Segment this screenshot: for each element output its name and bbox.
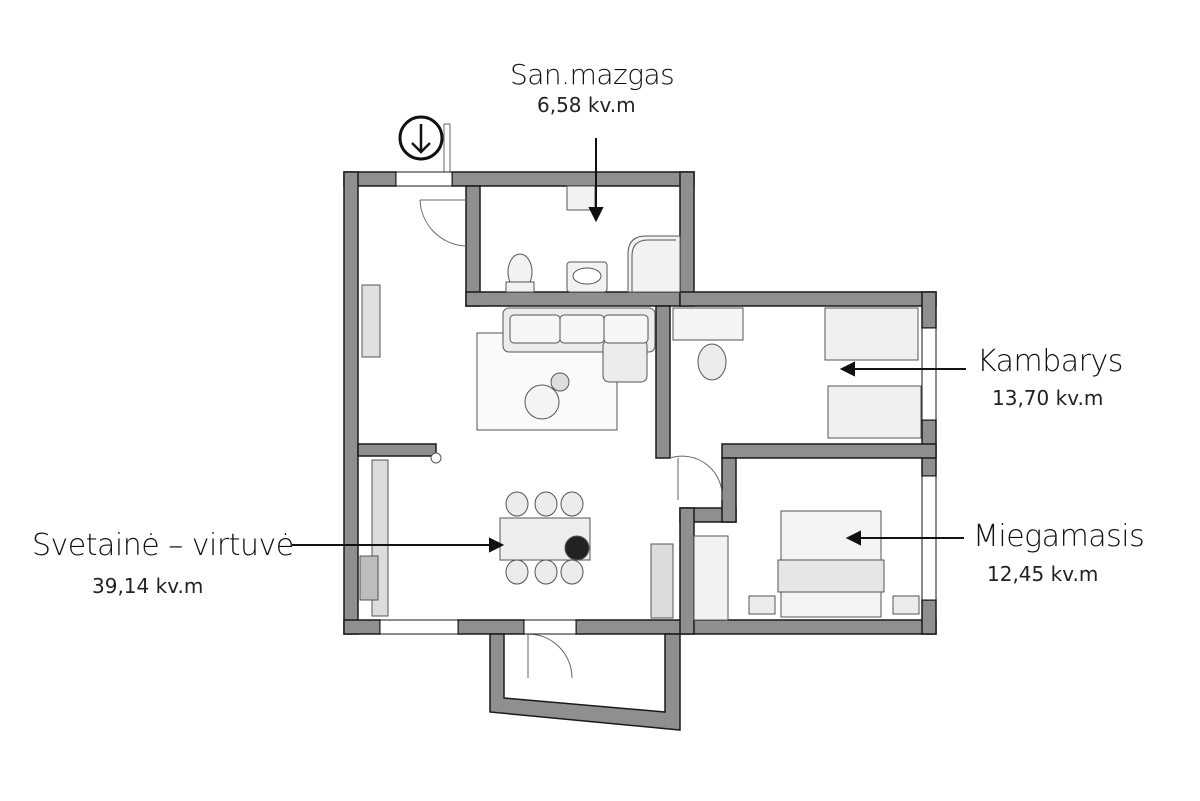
living-furniture — [361, 284, 656, 431]
room-name-svetaine-virtuve: Svetainė – virtuvė — [32, 528, 294, 563]
room-name-kambarys: Kambarys — [977, 344, 1123, 379]
nightstand-left — [748, 595, 776, 615]
down-arrow-in-circle-icon — [398, 115, 444, 161]
bed-1 — [824, 307, 919, 361]
kitchen-dining — [359, 452, 674, 619]
bathroom-fixtures — [505, 185, 681, 293]
cabinet — [566, 185, 596, 211]
room-area-san-mazgas: 6,58 kv.m — [537, 93, 636, 117]
pointer-arrows — [292, 138, 966, 553]
windows — [379, 171, 937, 635]
room-area-svetaine-virtuve: 39,14 kv.m — [92, 574, 204, 598]
room-name-miegamasis: Miegamasis — [973, 519, 1145, 554]
tv-cabinet — [361, 284, 381, 358]
shower — [627, 235, 681, 293]
desk — [672, 307, 744, 341]
coffee-table — [524, 384, 560, 420]
sofa-chaise — [602, 339, 648, 383]
oven — [359, 555, 379, 601]
wardrobe — [693, 535, 729, 621]
miegamasis-furniture — [693, 510, 920, 621]
desk-chair — [697, 343, 727, 381]
sideboard — [650, 543, 674, 619]
room-area-kambarys: 13,70 kv.m — [992, 386, 1104, 410]
doors — [419, 123, 723, 679]
plant — [564, 535, 590, 561]
kambarys-furniture — [672, 307, 922, 439]
bed-2 — [827, 385, 922, 439]
room-name-san-mazgas: San.mazgas — [510, 58, 675, 91]
nightstand-right — [892, 595, 920, 615]
room-area-miegamasis: 12,45 kv.m — [987, 562, 1099, 586]
